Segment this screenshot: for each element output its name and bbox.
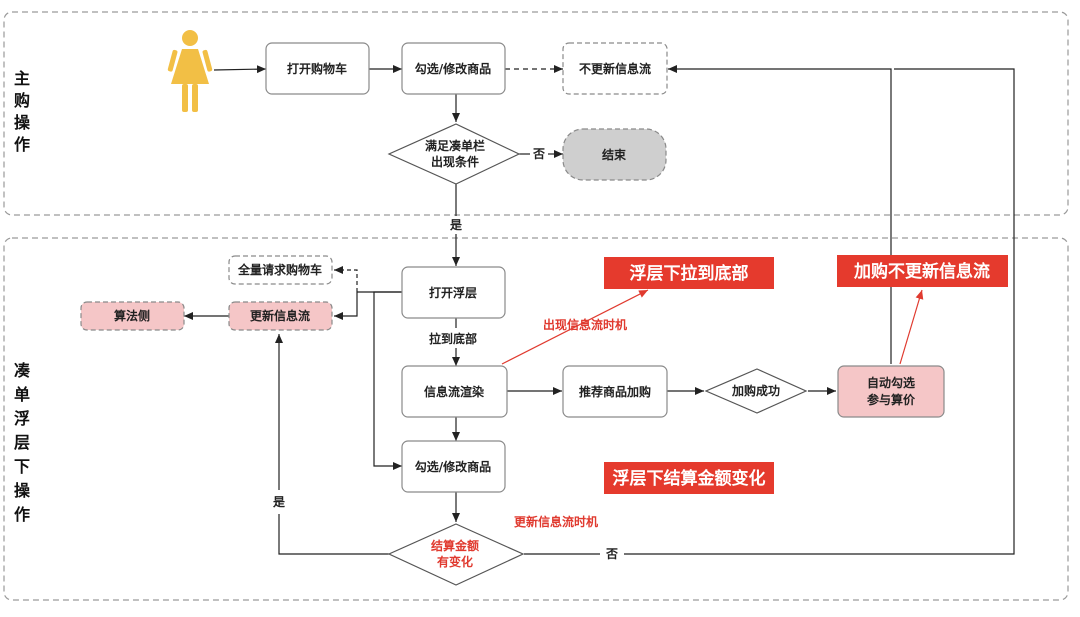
edge-branch-full — [334, 266, 358, 292]
open-overlay-label: 打开浮层 — [429, 285, 477, 300]
open-cart-label: 打开购物车 — [287, 61, 347, 76]
annotation-arrow-add — [899, 289, 924, 365]
recommend-add-node — [562, 365, 668, 418]
algorithm-node — [80, 301, 185, 331]
main-lane — [3, 11, 1069, 216]
edge-open-select-side — [373, 291, 402, 470]
select-bottom-label: 勾选/修改商品 — [415, 459, 491, 474]
overlay-lane-char: 凑 — [14, 361, 31, 380]
main-lane-char: 主 — [14, 69, 30, 88]
add-success-label: 加购成功 — [731, 383, 780, 398]
banner-add-no-update-label: 加购不更新信息流 — [853, 261, 990, 282]
full-request-label: 全量请求购物车 — [237, 262, 322, 277]
amount-changed-line2: 有变化 — [437, 554, 473, 569]
auto-select-label-line2: 参与算价 — [867, 392, 916, 407]
end-node — [562, 128, 667, 181]
edge-amount-no-b — [624, 68, 1015, 555]
edge-amount-yes-a — [278, 514, 389, 555]
full-request-node — [228, 255, 333, 285]
banner-pull-bottom — [604, 257, 774, 289]
feed-render-label: 信息流渲染 — [424, 384, 485, 399]
edge-branch-update — [334, 292, 358, 320]
main-lane-char: 购 — [14, 91, 30, 110]
annotation-feed-appear: 出现信息流时机 — [543, 317, 627, 332]
algorithm-label: 算法侧 — [114, 308, 150, 323]
edge-label-yes-down: 是 — [449, 218, 463, 232]
overlay-lane-char: 作 — [14, 505, 30, 524]
condition-diamond — [387, 123, 521, 185]
edge-person-open — [213, 65, 267, 74]
banner-add-no-update — [837, 255, 1008, 287]
recommend-add-label: 推荐商品加购 — [579, 384, 651, 399]
banner-pull-bottom-label: 浮层下拉到底部 — [630, 263, 749, 284]
select-bottom-node — [401, 440, 506, 493]
overlay-lane-char: 单 — [14, 385, 30, 404]
annotation-feed-update: 更新信息流时机 — [514, 514, 598, 529]
no-update-top-node — [562, 42, 668, 95]
condition-label-line1: 满足凑单栏 — [425, 138, 485, 153]
banner-amount-change — [604, 462, 774, 494]
edge-label-no-bottom: 否 — [605, 547, 618, 561]
overlay-lane-char: 浮 — [14, 409, 30, 428]
add-success-diamond — [704, 368, 808, 414]
annotation-arrow-pull — [501, 289, 649, 365]
open-overlay-node — [401, 266, 506, 319]
edge-label-no: 否 — [532, 147, 545, 161]
amount-changed-diamond — [387, 523, 525, 586]
edge-label-yes-left: 是 — [272, 495, 286, 509]
end-label: 结束 — [602, 147, 627, 162]
condition-label-line2: 出现条件 — [431, 154, 479, 169]
auto-select-node — [837, 365, 945, 418]
edge-label-pull-bottom: 拉到底部 — [429, 331, 477, 346]
open-cart-node — [265, 42, 370, 95]
person-icon — [167, 30, 213, 112]
main-lane-char: 操 — [14, 113, 31, 132]
overlay-lane — [3, 237, 1069, 601]
select-top-node — [401, 42, 506, 95]
banner-amount-change-label: 浮层下结算金额变化 — [613, 468, 766, 489]
amount-changed-line1: 结算金额 — [431, 538, 479, 553]
no-update-top-label: 不更新信息流 — [579, 61, 651, 76]
update-feed-node — [228, 301, 333, 331]
edge-auto-noupdate — [668, 65, 892, 364]
auto-select-label-line1: 自动勾选 — [867, 375, 915, 390]
overlay-lane-char: 操 — [14, 481, 31, 500]
update-feed-label: 更新信息流 — [250, 308, 310, 323]
overlay-lane-char: 层 — [14, 433, 30, 452]
main-lane-char: 作 — [14, 135, 30, 154]
overlay-lane-char: 下 — [14, 457, 30, 476]
feed-render-node — [401, 365, 508, 418]
select-top-label: 勾选/修改商品 — [415, 61, 491, 76]
